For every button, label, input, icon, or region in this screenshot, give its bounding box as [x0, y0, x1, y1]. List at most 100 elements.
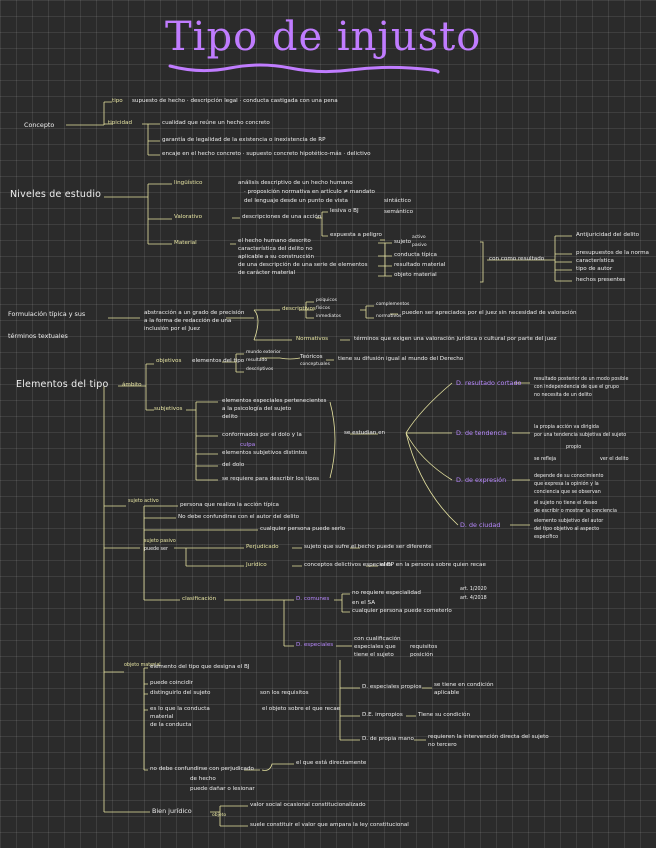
subjetivos-text-8: se requiere para describir los tipos	[222, 476, 320, 482]
comunes-text-3: cualquier persona puede cometerlo	[352, 608, 452, 614]
d3-text-4: el sujeto no tiene el deseo	[534, 501, 598, 506]
descriptivos-normativos: normativos	[376, 314, 402, 319]
especiales-text-2: especiales que	[354, 644, 396, 650]
subjetivos-text-2: a la psicología del sujeto	[222, 406, 292, 412]
con-como-text: con como resultado	[489, 256, 545, 262]
perjudicado-label: Perjudicado	[246, 544, 279, 550]
subjetivos-text-6: elementos subjetivos distintos	[222, 450, 308, 456]
sujeto-text-2: No debe confundirse con el autor del del…	[178, 514, 300, 520]
d3-text-2: que expresa la opinión y la	[534, 482, 599, 487]
objeto-text-9: no debe confundirse con perjudicado	[150, 766, 254, 772]
resultado-item: resultado material	[394, 262, 446, 268]
objetivos-c: descriptivos	[246, 367, 274, 372]
art-2: art. 4/2018	[460, 596, 487, 601]
d2-text-3: propio	[566, 445, 582, 450]
d-tendencia: D. de tendencia	[456, 429, 507, 437]
d2-text-5: ver el delito	[600, 457, 629, 462]
conducta-item: conducta típica	[394, 252, 437, 258]
propios-text-2: aplicable	[434, 690, 460, 696]
objeto-text-4: son los requisitos	[260, 690, 309, 696]
objeto-material-label: objeto material	[124, 663, 161, 668]
juridico-label: Jurídico	[246, 562, 267, 568]
juridico-text-1: conceptos delictivos especiales	[304, 562, 393, 568]
descriptivos-label: descriptivos	[282, 306, 316, 312]
lesiva-text: lesiva o BJ	[330, 208, 359, 214]
descriptivos-text: pueden ser apreciados por el juez sin ne…	[402, 310, 577, 316]
sujeto-activo-label: sujeto activo	[128, 499, 159, 504]
d2-text-2: por una tendencia subjetiva del sujeto	[534, 433, 627, 438]
linguistico-text-2: · proposición normativa en artículo ≠ ma…	[244, 189, 375, 195]
material-text-4: de una descripción de una serie de eleme…	[238, 262, 368, 268]
comunes-text-2: en el SA	[352, 600, 376, 606]
objetivos-label: objetivos	[156, 358, 182, 364]
especiales-text-1: con cualificación	[354, 636, 401, 642]
material-text-1: el hecho humano descrito	[238, 238, 311, 244]
objeto-text-5: es lo que la conducta	[150, 706, 210, 712]
subjetivos-text-5: culpa	[240, 442, 256, 448]
formulacion-text-2: a la forma de redacción de una	[144, 318, 232, 324]
d3-text-3: conciencia que se observan	[534, 490, 601, 495]
perjudicado-text: sujeto que sufre el hecho puede ser dife…	[304, 544, 432, 550]
material-text-2: característica del delito no	[238, 246, 313, 252]
sujeto-text-3: cualquier persona puede serlo	[260, 526, 346, 532]
formulacion-text-3: inclusión por el Juez	[144, 326, 200, 332]
resultado-1: Antijuricidad del delito	[576, 232, 640, 238]
objeto-item: objeto material	[394, 272, 437, 278]
linguistico-text-1: análisis descriptivo de un hecho humano	[238, 180, 353, 186]
d-ciudad: D. de ciudad	[460, 521, 501, 529]
bien-juridico-text-1: valor social ocasional constitucionaliza…	[250, 802, 366, 808]
objeto-text-6: el objeto sobre el que recae	[262, 706, 341, 712]
objetivos-a: mundo exterior	[246, 350, 281, 355]
d1-text-2: con independencia de que el grupo	[534, 385, 619, 390]
formulacion-text-1: abstracción a un grado de precisión	[144, 310, 245, 316]
normativos-text: términos que exigen una valoración juríd…	[354, 336, 557, 342]
sintactico-label: sintáctico	[384, 198, 411, 204]
objeto-text-3: distinguirlo del sujeto	[150, 690, 211, 696]
d2-text-4: se refleja	[534, 457, 557, 462]
objeto-text-1: elemento del tipo que designa el BJ	[150, 664, 250, 670]
sujeto-pasivo: pasivo	[412, 243, 427, 248]
impropios-label: D.E. impropios	[362, 712, 403, 718]
sujeto-item: sujeto	[394, 239, 412, 245]
formulacion-label-2: términos textuales	[8, 332, 68, 340]
d-especiales: D. especiales	[296, 642, 334, 648]
teoricos-label: Teóricos	[300, 354, 323, 360]
subjetivos-text-1: elementos especiales pertenecientes	[222, 398, 327, 404]
descriptivos-complementos: complementos	[376, 302, 410, 307]
tipicidad-text-2: garantía de legalidad de la existencia o…	[162, 137, 326, 143]
material-text-3: aplicable a su construcción	[238, 254, 315, 260]
art-1: art. 1/2020	[460, 587, 487, 592]
objeto-text-8: de la conducta	[150, 722, 192, 728]
propia-mano-text-2: no tercero	[428, 742, 457, 748]
subjetivos-text-3: delito	[222, 414, 238, 420]
material-label: Material	[174, 240, 197, 246]
objeto-text-2: puede coincidir	[150, 680, 193, 686]
sujeto-activo: activo	[412, 235, 426, 240]
objeto-text-12: puede dañar o lesionar	[190, 786, 255, 792]
d4-text-3: específico	[534, 535, 559, 540]
tipicidad-label: tipicidad	[108, 120, 133, 126]
bien-juridico-text-2: suele constituir el valor que ampara la …	[250, 822, 409, 828]
descriptivos-psiquicos: psíquicos	[316, 298, 337, 303]
d2-text-1: la propia acción va dirigida	[534, 425, 599, 430]
d3-text-5: de escribir o mostrar la conciencia	[534, 509, 617, 514]
objetivos-sub: elementos del tipo	[192, 358, 245, 364]
objetivos-b: resultado	[246, 358, 268, 363]
subjetivos-label: subjetivos	[154, 406, 183, 412]
d4-text-2: del tipo objetivo al aspecto	[534, 527, 600, 532]
d-resultado-cortado: D. resultado cortado	[456, 379, 522, 387]
linguistico-label: lingüístico	[174, 180, 203, 186]
se-estudian-text: se estudian en	[344, 430, 386, 436]
especiales-text-4: requisitos	[410, 644, 438, 650]
sujeto-pasivo-label: sujeto pasivo	[144, 539, 176, 544]
propia-mano-text-1: requieren la intervención directa del su…	[428, 734, 549, 740]
resultado-4: tipo de autor	[576, 266, 613, 272]
d-comunes: D. comunes	[296, 596, 330, 602]
valorativo-text: descripciones de una acción	[242, 214, 322, 220]
tipo-text: supuesto de hecho · descripción legal · …	[132, 98, 338, 104]
concepto-label: Concepto	[24, 121, 55, 129]
objeto-text-10: el que está directamente	[296, 760, 367, 766]
tipicidad-text-1: cualidad que reúne un hecho concreto	[162, 120, 270, 126]
juridico-text-2: el BP en la persona sobre quien recae	[380, 562, 486, 568]
impropios-text: Tiene su condición	[418, 712, 470, 718]
